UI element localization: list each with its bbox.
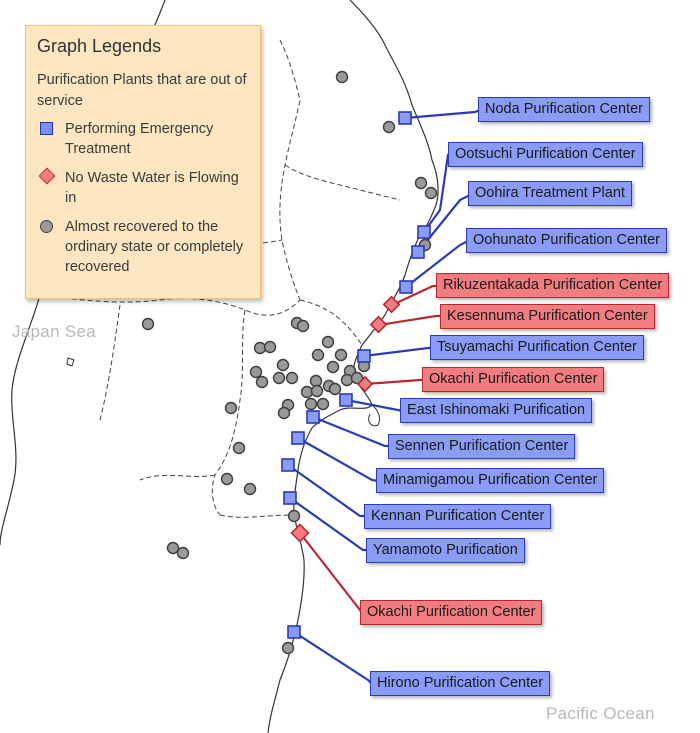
plant-label-yamamoto: Yamamoto Purification: [366, 538, 525, 563]
emergency-plant-yamamoto: [283, 491, 297, 505]
legend-item-recovered: Almost recovered to the ordinary state o…: [37, 217, 250, 277]
recovered-plant-marker: [224, 401, 238, 415]
plant-label-noda: Noda Purification Center: [478, 97, 650, 122]
oshika-peninsula: [368, 404, 381, 427]
no-inflow-plants: [290, 295, 401, 543]
no-inflow-plant-okachi-north: [356, 375, 374, 393]
leader-sennen: [312, 415, 390, 448]
gray-circle-icon: [37, 217, 59, 237]
emergency-plant-hirono: [287, 625, 301, 639]
recovered-plant-marker: [328, 382, 342, 396]
recovered-plant-marker: [243, 482, 257, 496]
blue-square-icon: [37, 119, 59, 139]
recovered-plant-marker: [232, 441, 246, 455]
recovered-plant-marker: [166, 541, 180, 555]
recovered-plant-marker: [249, 365, 263, 379]
recovered-plant-marker: [141, 317, 155, 331]
leader-yamamoto: [289, 497, 368, 552]
recovered-plant-marker: [281, 641, 295, 655]
recovered-plant-marker: [300, 385, 314, 399]
west-island: [66, 357, 75, 367]
plant-label-okachi-north: Okachi Purification Center: [422, 367, 605, 392]
recovered-plant-marker: [285, 371, 299, 385]
recovered-plant-marker: [287, 509, 301, 523]
plant-label-east-ishinomaki: East Ishinomaki Purification: [400, 398, 593, 423]
plant-label-ootsuchi: Ootsuchi Purification Center: [448, 142, 643, 167]
recovered-plant-marker: [304, 397, 318, 411]
plant-label-kennan: Kennan Purification Center: [364, 504, 552, 529]
legend-item-label: Almost recovered to the ordinary state o…: [65, 219, 244, 275]
recovered-plant-marker: [414, 176, 428, 190]
legend-subtitle: Purification Plants that are out of serv…: [37, 72, 247, 109]
recovered-plant-marker: [424, 186, 438, 200]
leader-tsuyamachi: [363, 346, 432, 358]
japan-sea-label: Japan Sea: [12, 322, 96, 341]
plant-label-tsuyamachi: Tsuyamachi Purification Center: [430, 335, 644, 360]
emergency-plants: [281, 111, 431, 639]
no-inflow-plant-kesennuma: [369, 315, 388, 334]
legend-title: Graph Legends: [37, 36, 162, 56]
leader-hirono: [293, 631, 373, 685]
recovered-plant-marker: [311, 348, 325, 362]
emergency-plant-east-ishinomaki: [339, 393, 353, 407]
emergency-plant-noda: [398, 111, 412, 125]
recovered-plant-marker: [326, 360, 340, 374]
leader-okachi-north: [364, 378, 424, 386]
recovered-plant-marker: [296, 319, 310, 333]
legend-item-label: No Waste Water is Flowing in: [65, 170, 239, 206]
red-diamond-icon: [37, 167, 59, 188]
emergency-plant-minamigamou: [291, 431, 305, 445]
emergency-plant-oohunato: [399, 280, 413, 294]
recovered-plant-marker: [309, 374, 323, 388]
no-inflow-plant-okachi-south: [290, 523, 310, 543]
no-inflow-plant-rikuzentakada: [382, 295, 401, 314]
legend-item-label: Performing Emergency Treatment: [65, 121, 214, 157]
recovered-plant-marker: [276, 358, 290, 372]
legend-item-emergency: Performing Emergency Treatment: [37, 119, 250, 159]
plant-label-hirono: Hirono Purification Center: [370, 671, 551, 696]
recovered-plant-marker: [253, 341, 267, 355]
recovered-plant-marker: [263, 340, 277, 354]
recovered-plant-marker: [321, 335, 335, 349]
emergency-plant-sennen: [306, 410, 320, 424]
plant-label-okachi-south: Okachi Purification Center: [360, 600, 543, 625]
recovered-plant-marker: [382, 120, 396, 134]
emergency-plant-ootsuchi: [417, 225, 431, 239]
recovered-plant-marker: [350, 371, 364, 385]
recovered-plants: [141, 70, 438, 655]
legend: Graph Legends Purification Plants that a…: [25, 25, 261, 299]
emergency-plant-tsuyamachi: [357, 349, 371, 363]
leader-oohunato: [405, 240, 469, 288]
leader-minamigamou: [297, 437, 379, 483]
recovered-plant-marker: [255, 375, 269, 389]
leader-okachi-south: [299, 532, 363, 614]
leader-east-ishinomaki: [345, 398, 403, 413]
recovered-plant-marker: [220, 472, 234, 486]
plant-label-sennen: Sennen Purification Center: [388, 434, 576, 459]
leader-kesennuma: [378, 314, 442, 327]
plant-label-oohira: Oohira Treatment Plant: [468, 181, 632, 206]
plant-label-rikuzentakada: Rikuzentakada Purification Center: [436, 273, 670, 298]
leader-oohira: [417, 194, 471, 253]
emergency-plant-oohira: [411, 245, 425, 259]
emergency-plant-kennan: [281, 458, 295, 472]
recovered-plant-marker: [277, 406, 291, 420]
pacific-ocean-label: Pacific Ocean: [546, 704, 655, 723]
plant-label-minamigamou: Minamigamou Purification Center: [376, 468, 605, 493]
recovered-plant-marker: [335, 70, 349, 84]
legend-item-no-inflow: No Waste Water is Flowing in: [37, 167, 250, 208]
recovered-plant-marker: [176, 546, 190, 560]
recovered-plant-marker: [340, 373, 354, 387]
plant-label-oohunato: Oohunato Purification Center: [466, 228, 667, 253]
recovered-plant-marker: [310, 384, 324, 398]
recovered-plant-marker: [334, 348, 348, 362]
leader-kennan: [287, 464, 366, 518]
recovered-plant-marker: [316, 397, 330, 411]
plant-label-kesennuma: Kesennuma Purification Center: [440, 304, 655, 329]
recovered-plant-marker: [272, 371, 286, 385]
